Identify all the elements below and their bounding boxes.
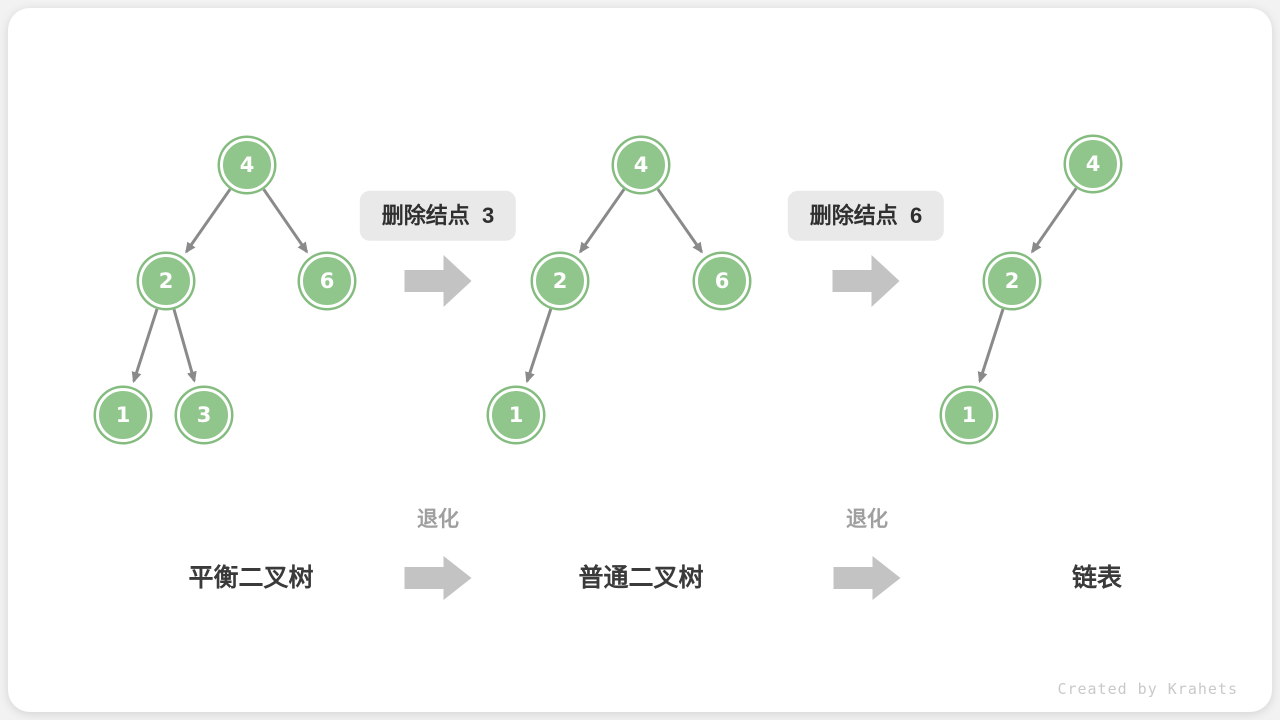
delete-node-6-label: 删除结点 6 (787, 190, 945, 242)
tree-edge-2-1 (977, 308, 1005, 384)
tree-edge-4-2 (1030, 187, 1078, 254)
ordinary-binary-tree-node-4: 4 (614, 138, 668, 192)
arrow-head (871, 255, 900, 307)
degrade-label: 退化 (846, 508, 888, 531)
tree-edge-4-6 (262, 188, 309, 254)
right-block-arrow-icon (404, 255, 472, 307)
ordinary-binary-tree-node-1: 1 (489, 388, 543, 442)
tree-edge-4-2 (579, 188, 626, 254)
balanced-binary-tree-node-2: 2 (139, 254, 193, 308)
right-block-arrow-icon (833, 556, 901, 600)
balanced-binary-tree-node-6: 6 (300, 254, 354, 308)
ordinary-binary-tree-node-6: 6 (695, 254, 749, 308)
watermark-credit: Created by Krahets (1057, 680, 1238, 698)
ordinary-binary-tree-node-2: 2 (533, 254, 587, 308)
linked-list-node-4: 4 (1066, 137, 1120, 191)
arrow-head (872, 556, 901, 600)
arrow-head (443, 556, 472, 600)
right-block-arrow-icon (832, 255, 900, 307)
tree-edge-4-6 (656, 188, 703, 254)
arrow-stem (832, 270, 872, 292)
balanced-binary-tree-node-1: 1 (96, 388, 150, 442)
right-block-arrow-icon (404, 556, 472, 600)
tree-edge-4-2 (185, 188, 232, 254)
arrow-head (443, 255, 472, 307)
linked-list-node-2: 2 (985, 254, 1039, 308)
arrow-stem (404, 270, 444, 292)
tree-edge-2-3 (172, 308, 197, 383)
caption-linked-list: 链表 (1071, 564, 1123, 592)
linked-list-node-1: 1 (942, 388, 996, 442)
tree-edge-2-1 (131, 308, 159, 384)
arrow-stem (404, 567, 444, 589)
balanced-binary-tree-node-4: 4 (220, 138, 274, 192)
degrade-label: 退化 (417, 508, 459, 531)
delete-node-3-label: 删除结点 3 (359, 190, 517, 242)
diagram-card (8, 8, 1272, 712)
caption-balanced-binary-tree: 平衡二叉树 (188, 564, 314, 592)
balanced-binary-tree-node-3: 3 (177, 388, 231, 442)
caption-ordinary-binary-tree: 普通二叉树 (578, 564, 704, 592)
tree-edge-2-1 (525, 308, 553, 384)
arrow-stem (833, 567, 873, 589)
